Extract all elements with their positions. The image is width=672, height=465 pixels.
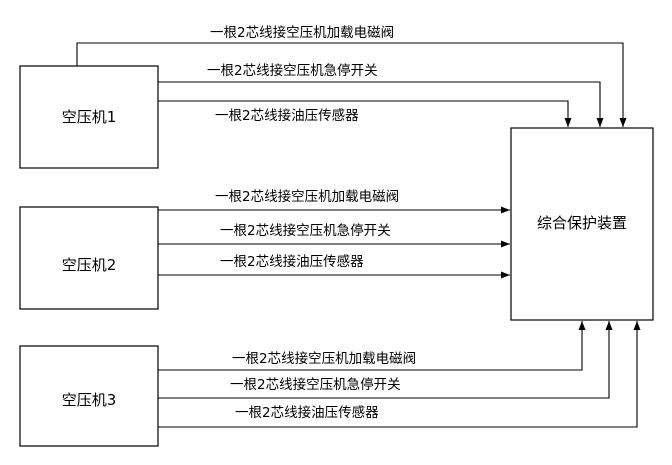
compressor-2-label: 空压机2: [62, 256, 117, 274]
c2-estop-label: 一根2芯线接空压机急停开关: [220, 222, 391, 239]
c1-estop-label: 一根2芯线接空压机急停开关: [207, 62, 378, 79]
c3-oil-sensor-wire: [158, 321, 641, 428]
compressor-1-label: 空压机1: [62, 108, 117, 126]
c3-oil-sensor-label: 一根2芯线接油压传感器: [235, 404, 379, 421]
protector-label: 综合保护装置: [537, 214, 627, 232]
compressor-3-label: 空压机3: [62, 391, 117, 409]
c3-solenoid-label: 一根2芯线接空压机加载电磁阀: [232, 350, 416, 367]
compressor-3-box: [19, 345, 159, 447]
c2-solenoid-label: 一根2芯线接空压机加载电磁阀: [215, 188, 399, 205]
c1-oil-sensor-label: 一根2芯线接油压传感器: [215, 107, 359, 124]
c1-solenoid-wire: [76, 42, 627, 127]
c3-solenoid-wire: [158, 321, 586, 371]
c3-estop-wire: [158, 321, 613, 399]
compressor-1-box: [19, 65, 159, 169]
compressor-2-box: [19, 206, 159, 310]
c1-oil-sensor-wire: [158, 100, 572, 127]
protector-box: [510, 127, 654, 321]
c2-oil-sensor-label: 一根2芯线接油压传感器: [220, 253, 364, 270]
c1-solenoid-label: 一根2芯线接空压机加载电磁阀: [210, 24, 394, 41]
c1-estop-wire: [158, 81, 604, 127]
c3-estop-label: 一根2芯线接空压机急停开关: [230, 376, 401, 393]
